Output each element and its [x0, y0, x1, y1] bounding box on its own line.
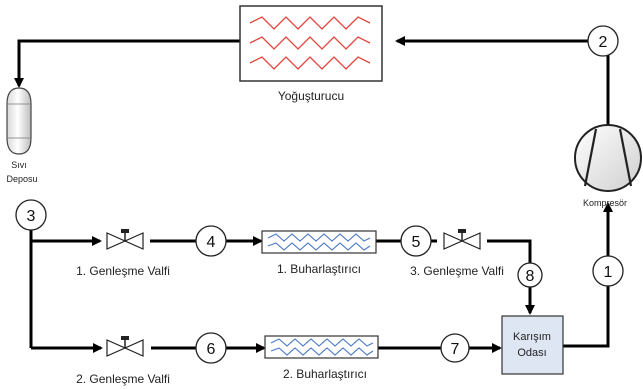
condenser-coil [249, 36, 371, 50]
state-point-2: 2 [587, 25, 619, 57]
pipe-condenser-to-tank [14, 39, 240, 88]
condenser-label: Yoğuşturucu [278, 89, 344, 103]
valve-2-label: 2. Genleşme Valfi [76, 372, 170, 386]
state-point-7: 7 [440, 333, 470, 363]
pipe-mixer-out [563, 286, 610, 348]
mixer-label-line2: Odası [517, 347, 546, 359]
state-point-4-label: 4 [207, 234, 216, 251]
condenser [239, 5, 383, 82]
evaporator-2-coil [270, 347, 374, 356]
state-point-6-label: 6 [207, 341, 216, 358]
state-point-1: 1 [592, 255, 624, 287]
pipe-compressor-to-condenser [395, 36, 610, 158]
evaporator-1-label: 1. Buharlaştırıcı [277, 262, 361, 276]
evaporator-1-coil [267, 233, 371, 242]
evaporator-1 [261, 230, 377, 254]
state-point-1-label: 1 [604, 264, 613, 281]
tank-label-line1: Sıvı [11, 160, 27, 170]
pipe-valve3-out [487, 239, 532, 263]
expansion-valve-2 [106, 336, 144, 357]
piping [14, 36, 613, 353]
state-point-5: 5 [400, 225, 432, 257]
state-point-6: 6 [195, 332, 227, 364]
evaporator-1-coil [267, 242, 371, 251]
evaporator-2 [264, 335, 379, 359]
valve-1-label: 1. Genleşme Valfi [76, 264, 170, 278]
condenser-coil [249, 16, 371, 30]
mixer-label-line1: Karışım [513, 331, 551, 343]
expansion-valve-1 [106, 229, 144, 250]
compressor [574, 124, 642, 192]
state-point-3: 3 [15, 199, 47, 231]
evaporator-2-label: 2. Buharlaştırıcı [283, 367, 367, 381]
state-point-8: 8 [517, 262, 543, 288]
valve-3-label: 3. Genleşme Valfi [410, 264, 504, 278]
compressor-label: Kompresör [583, 198, 627, 208]
liquid-tank [6, 87, 32, 155]
state-point-7-label: 7 [451, 341, 460, 358]
state-point-2-label: 2 [599, 34, 608, 51]
state-point-4: 4 [195, 225, 227, 257]
state-point-5-label: 5 [412, 234, 421, 251]
condenser-coil [249, 56, 371, 70]
expansion-valve-3 [443, 229, 481, 250]
state-point-3-label: 3 [27, 208, 36, 225]
mixer-box [501, 315, 564, 375]
mixing-chamber [501, 315, 564, 375]
tank-label-line2: Deposu [6, 174, 37, 184]
evaporator-2-coil [270, 338, 374, 347]
state-point-8-label: 8 [526, 268, 535, 285]
